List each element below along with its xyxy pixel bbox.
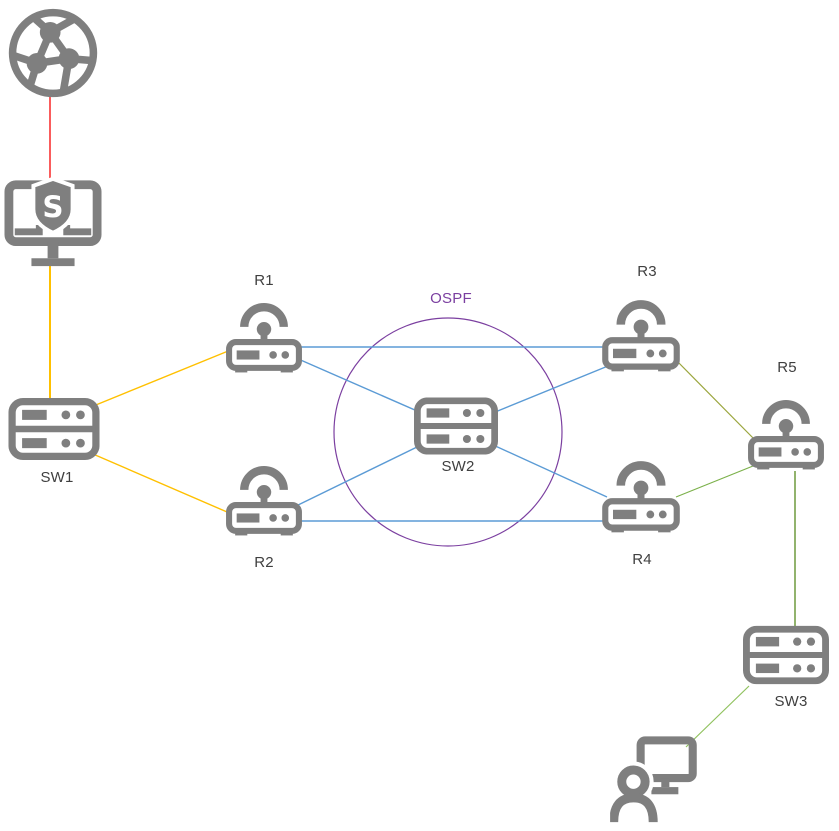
ospf-area-circle [333, 317, 563, 547]
sw3-label: SW3 [774, 693, 808, 710]
switch-sw3-icon[interactable] [743, 623, 829, 687]
r3-label: R3 [637, 263, 657, 280]
sw2-label: SW2 [441, 458, 475, 475]
switch-sw1-icon[interactable] [8, 398, 100, 460]
r2-label: R2 [254, 554, 274, 571]
internet-globe-icon[interactable] [6, 6, 100, 100]
router-r3-icon[interactable] [602, 292, 680, 376]
link-r4-r5 [675, 465, 754, 498]
security-firewall-monitor-icon[interactable]: S [4, 176, 102, 268]
link-sw1-r2 [85, 450, 235, 516]
link-sw3-user [685, 685, 750, 748]
router-r1-icon[interactable] [226, 295, 302, 377]
link-sw1-r1 [85, 346, 239, 410]
link-r3-r5 [671, 355, 757, 442]
router-r5-icon[interactable] [748, 392, 824, 474]
sw1-label: SW1 [40, 469, 74, 486]
shield-s-glyph: S [42, 190, 63, 224]
router-r2-icon[interactable] [226, 458, 302, 540]
switch-sw2-icon[interactable] [414, 394, 498, 458]
ospf-area-label: OSPF [430, 290, 472, 307]
r4-label: R4 [632, 551, 652, 568]
r1-label: R1 [254, 272, 274, 289]
user-workstation-icon[interactable] [610, 735, 700, 823]
router-r4-icon[interactable] [602, 453, 680, 537]
r5-label: R5 [777, 359, 797, 376]
